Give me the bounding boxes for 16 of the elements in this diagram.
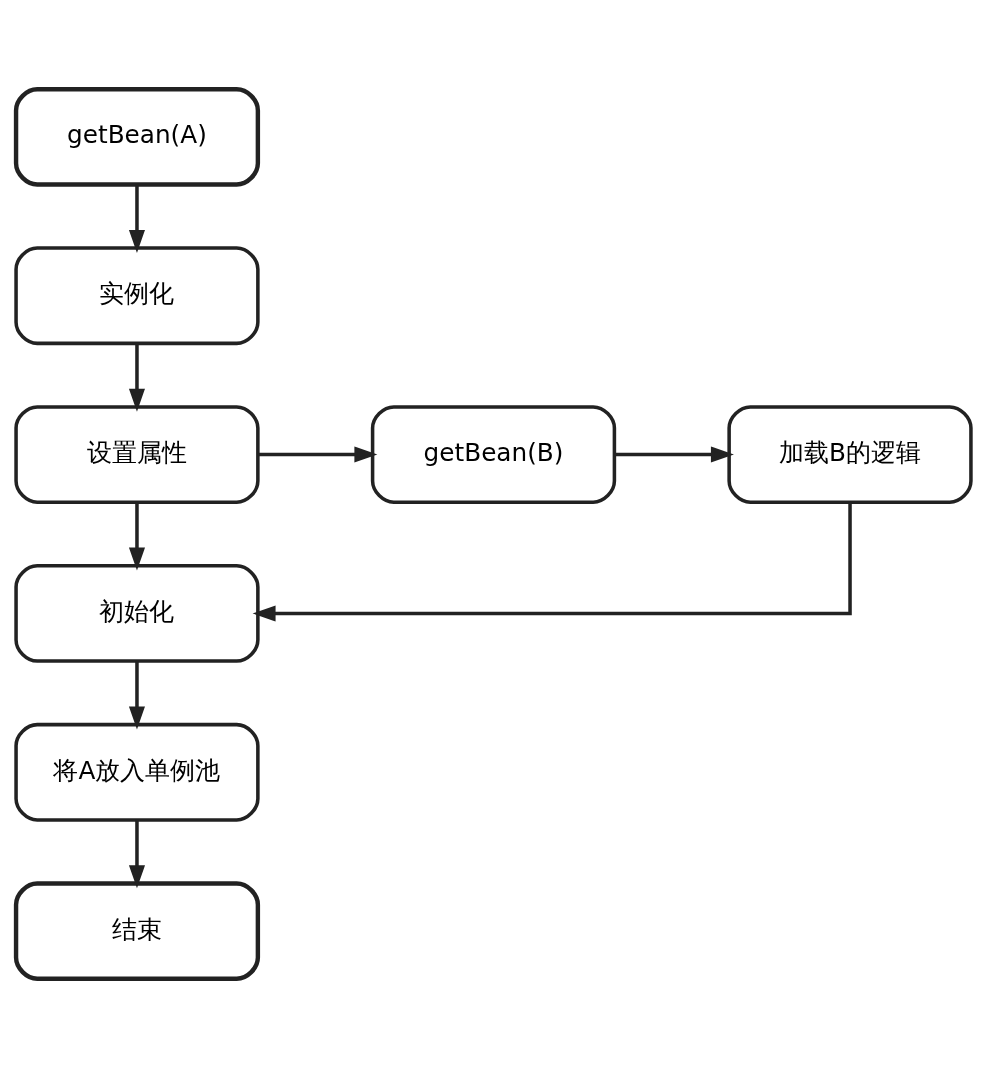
arrow — [252, 502, 852, 622]
arrow — [128, 661, 145, 730]
node-box: getBean(B) — [370, 405, 616, 504]
arrow — [128, 343, 145, 412]
node-box: 加载B的逻辑 — [726, 405, 973, 504]
node-box: 初始化 — [13, 564, 260, 663]
node-box: 设置属性 — [13, 405, 260, 504]
arrow — [128, 502, 145, 571]
node-box: 结束 — [13, 881, 260, 981]
node-box: getBean(A) — [13, 87, 260, 187]
node-box: 将A放入单例池 — [13, 722, 260, 822]
arrow — [128, 819, 145, 889]
arrow — [128, 184, 145, 253]
node-box: 实例化 — [13, 246, 260, 346]
arrow — [614, 446, 734, 463]
arrow — [257, 446, 377, 463]
